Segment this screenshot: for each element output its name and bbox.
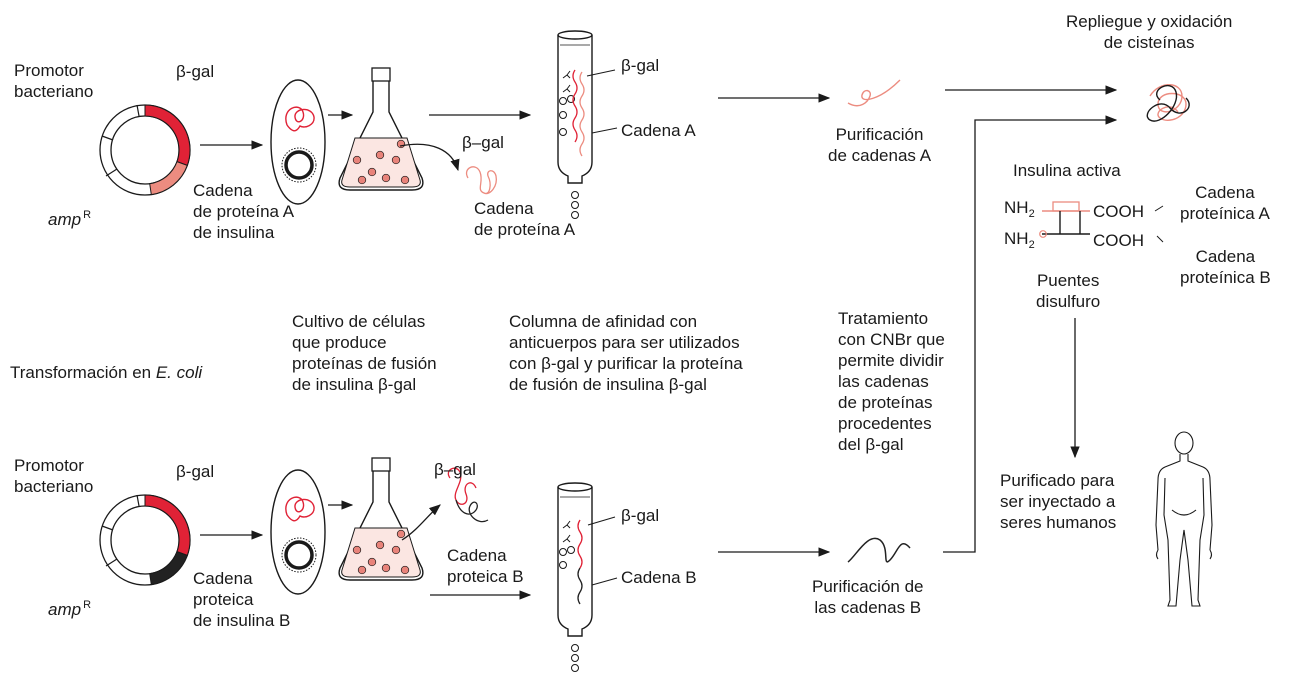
chain-b-column-label: Cadena B bbox=[621, 568, 697, 587]
bgal-label-fusion-b: β–gal bbox=[434, 460, 476, 479]
plasmid-b bbox=[99, 494, 191, 586]
chain-b-fusion-label: Cadena proteica B bbox=[447, 546, 524, 586]
affinity-column-a bbox=[557, 30, 593, 219]
chain-b-plasmid-label: Cadena proteica de insulina B bbox=[193, 569, 291, 630]
arrow-b-to-folding bbox=[943, 115, 1118, 553]
injection-label: Purificado para ser inyectado a seres hu… bbox=[1000, 471, 1117, 532]
bgal-label-plasmid-a: β-gal bbox=[176, 62, 215, 81]
bacterium-b bbox=[270, 469, 326, 595]
folded-insulin bbox=[1146, 84, 1190, 122]
promoter-label-b: Promotor bacteriano bbox=[14, 456, 94, 496]
arrow-flask-to-fusion-a bbox=[399, 143, 460, 172]
chain-a-plasmid-label: Cadena de proteína A de insulina bbox=[193, 181, 295, 242]
bgal-label-fusion-a: β–gal bbox=[462, 133, 504, 152]
fusion-protein-a bbox=[465, 166, 497, 195]
nh2-b-label: NH2 bbox=[1004, 229, 1035, 251]
culture-step-label: Cultivo de células que produce proteínas… bbox=[292, 312, 437, 394]
human-figure bbox=[1155, 431, 1213, 607]
flask-a bbox=[338, 67, 424, 191]
chain-a-column-label: Cadena A bbox=[621, 121, 696, 140]
nh2-a-label: NH2 bbox=[1004, 198, 1035, 220]
bgal-label-plasmid-b: β-gal bbox=[176, 462, 215, 481]
chain-a-fusion-label: Cadena de proteína A bbox=[474, 199, 576, 239]
plasmid-a bbox=[99, 104, 191, 196]
chain-a-squiggle bbox=[847, 79, 901, 107]
bgal-label-column-b: β-gal bbox=[621, 506, 660, 525]
active-insulin-label: Insulina activa bbox=[1013, 161, 1121, 180]
chain-b-protein-label: Cadena proteínica B bbox=[1180, 247, 1271, 287]
folding-label: Repliegue y oxidación de cisteínas bbox=[1066, 12, 1233, 52]
purification-a-label: Purificación de cadenas A bbox=[828, 125, 932, 165]
purification-b-label: Purificación de las cadenas B bbox=[812, 577, 924, 617]
arrow-flask-to-fusion-b bbox=[401, 504, 441, 541]
cooh-a-label: COOH bbox=[1093, 202, 1144, 221]
transformation-label: Transformación en E. coli bbox=[10, 363, 203, 382]
chain-a-protein-label: Cadena proteínica A bbox=[1180, 183, 1270, 223]
flask-b bbox=[338, 457, 424, 581]
disulfide-bridges-label: Puentes disulfuro bbox=[1036, 271, 1101, 311]
promoter-label-a: Promotor bacteriano bbox=[14, 61, 94, 101]
bgal-label-column-a: β-gal bbox=[621, 56, 660, 75]
affinity-column-b bbox=[557, 482, 593, 672]
cooh-b-label: COOH bbox=[1093, 231, 1144, 250]
bacterium-a bbox=[270, 79, 326, 205]
chain-b-squiggle bbox=[847, 537, 911, 563]
cnbr-step-label: Tratamiento con CNBr que permite dividir… bbox=[838, 309, 945, 454]
affinity-step-label: Columna de afinidad con anticuerpos para… bbox=[509, 312, 743, 394]
insulin-structure bbox=[1039, 201, 1164, 243]
fusion-protein-b bbox=[447, 467, 489, 523]
